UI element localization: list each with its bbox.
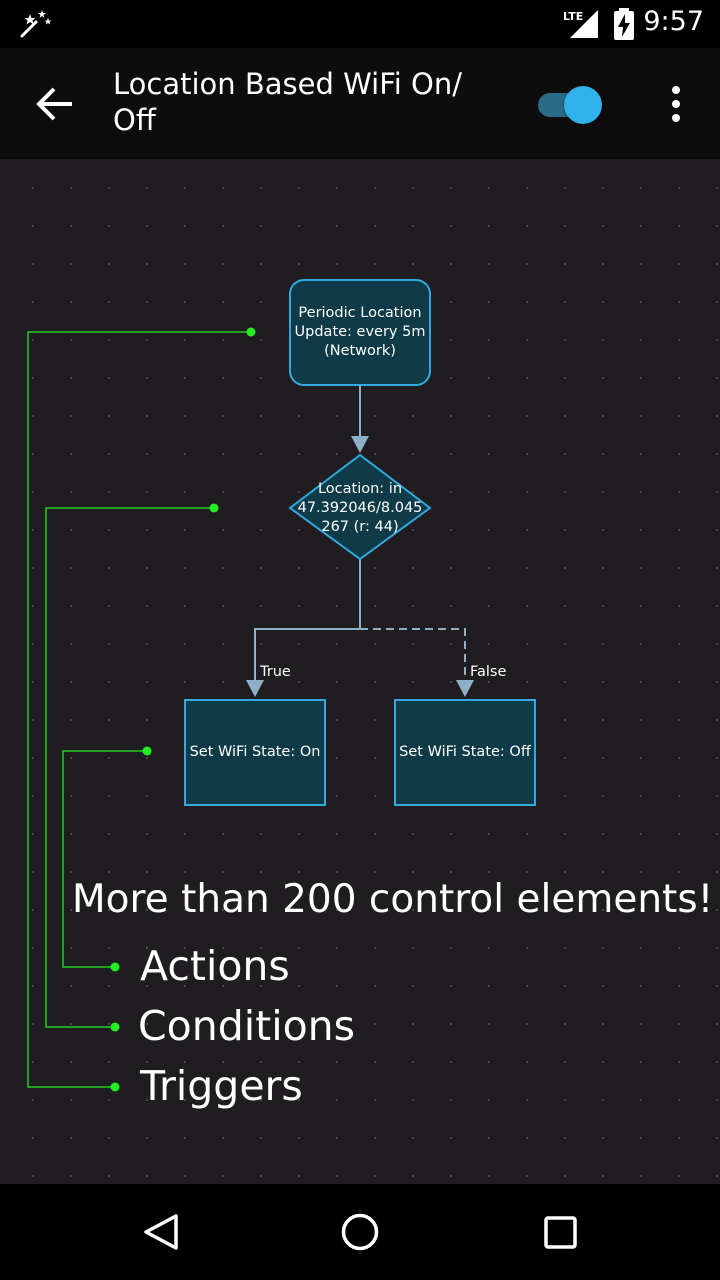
page-title-line-1: Location Based WiFi On/ <box>113 67 463 101</box>
connector-conditions <box>45 507 214 1028</box>
action-false-label: Set WiFi State: Off <box>399 744 531 760</box>
action-false-node-shape <box>394 699 536 806</box>
page-title-line-2: Off <box>113 103 156 137</box>
action-true-label: Set WiFi State: On <box>189 744 321 760</box>
nav-recents-button[interactable] <box>520 1204 600 1260</box>
condition-line-2: 47.392046/8.045 <box>297 500 423 516</box>
page-title: Location Based WiFi On/ Off <box>113 66 513 138</box>
edge-condition-false <box>360 628 474 697</box>
true-branch-label: True <box>260 664 291 680</box>
trigger-node-shape <box>289 279 431 386</box>
status-bar: LTE 9:57 <box>0 0 720 48</box>
legend-triggers: Triggers <box>140 1062 303 1110</box>
edge-condition-true <box>246 559 361 697</box>
overflow-menu-button[interactable] <box>656 82 696 126</box>
back-button[interactable] <box>20 73 92 135</box>
trigger-line-2: Update: every 5m <box>294 324 426 340</box>
false-branch-label: False <box>470 664 507 680</box>
condition-line-1: Location: in <box>317 481 403 497</box>
connector-dot-action-top <box>142 746 152 756</box>
macro-canvas[interactable]: Periodic Location Update: every 5m (Netw… <box>0 159 720 1184</box>
connector-dot-trigger-bottom <box>110 1082 120 1092</box>
flow-diagram <box>27 279 536 1092</box>
condition-node[interactable]: Location: in 47.392046/8.045 267 (r: 44) <box>280 480 440 537</box>
lte-signal-icon: LTE <box>563 10 598 38</box>
connector-triggers <box>27 331 251 1088</box>
nav-home-button[interactable] <box>320 1204 400 1260</box>
condition-line-3: 267 (r: 44) <box>321 519 399 535</box>
navigation-bar <box>0 1184 720 1280</box>
network-type-label: LTE <box>563 10 583 23</box>
headline: More than 200 control elements! <box>72 877 714 922</box>
connector-dot-trigger-top <box>246 327 256 337</box>
toggle-thumb <box>564 86 602 124</box>
connector-dot-condition-bottom <box>110 1022 120 1032</box>
recents-square-icon <box>544 1216 577 1249</box>
connector-dot-action-bottom <box>110 962 120 972</box>
action-true-node[interactable]: Set WiFi State: On <box>185 743 325 762</box>
arrow-left-icon <box>36 87 72 121</box>
trigger-node[interactable]: Periodic Location Update: every 5m (Netw… <box>290 304 430 361</box>
status-time: 9:57 <box>643 6 704 37</box>
connector-dot-condition-top <box>209 503 219 513</box>
action-true-node-shape <box>184 699 326 806</box>
action-false-node[interactable]: Set WiFi State: Off <box>395 743 535 762</box>
legend-actions: Actions <box>140 942 290 990</box>
legend-conditions: Conditions <box>138 1002 356 1050</box>
condition-node-shape <box>288 453 432 561</box>
trigger-line-1: Periodic Location <box>298 305 422 321</box>
battery-charging-icon <box>614 8 634 40</box>
trigger-line-3: (Network) <box>324 343 396 359</box>
nav-back-button[interactable] <box>120 1204 200 1260</box>
home-circle-icon <box>341 1213 379 1251</box>
magic-wand-icon <box>20 10 52 38</box>
back-triangle-icon <box>144 1214 178 1250</box>
edge-trigger-to-condition <box>351 385 369 453</box>
connector-actions <box>62 750 147 968</box>
app-bar: Location Based WiFi On/ Off <box>0 48 720 159</box>
macro-enabled-toggle[interactable] <box>536 86 608 126</box>
more-vert-icon <box>672 86 680 122</box>
